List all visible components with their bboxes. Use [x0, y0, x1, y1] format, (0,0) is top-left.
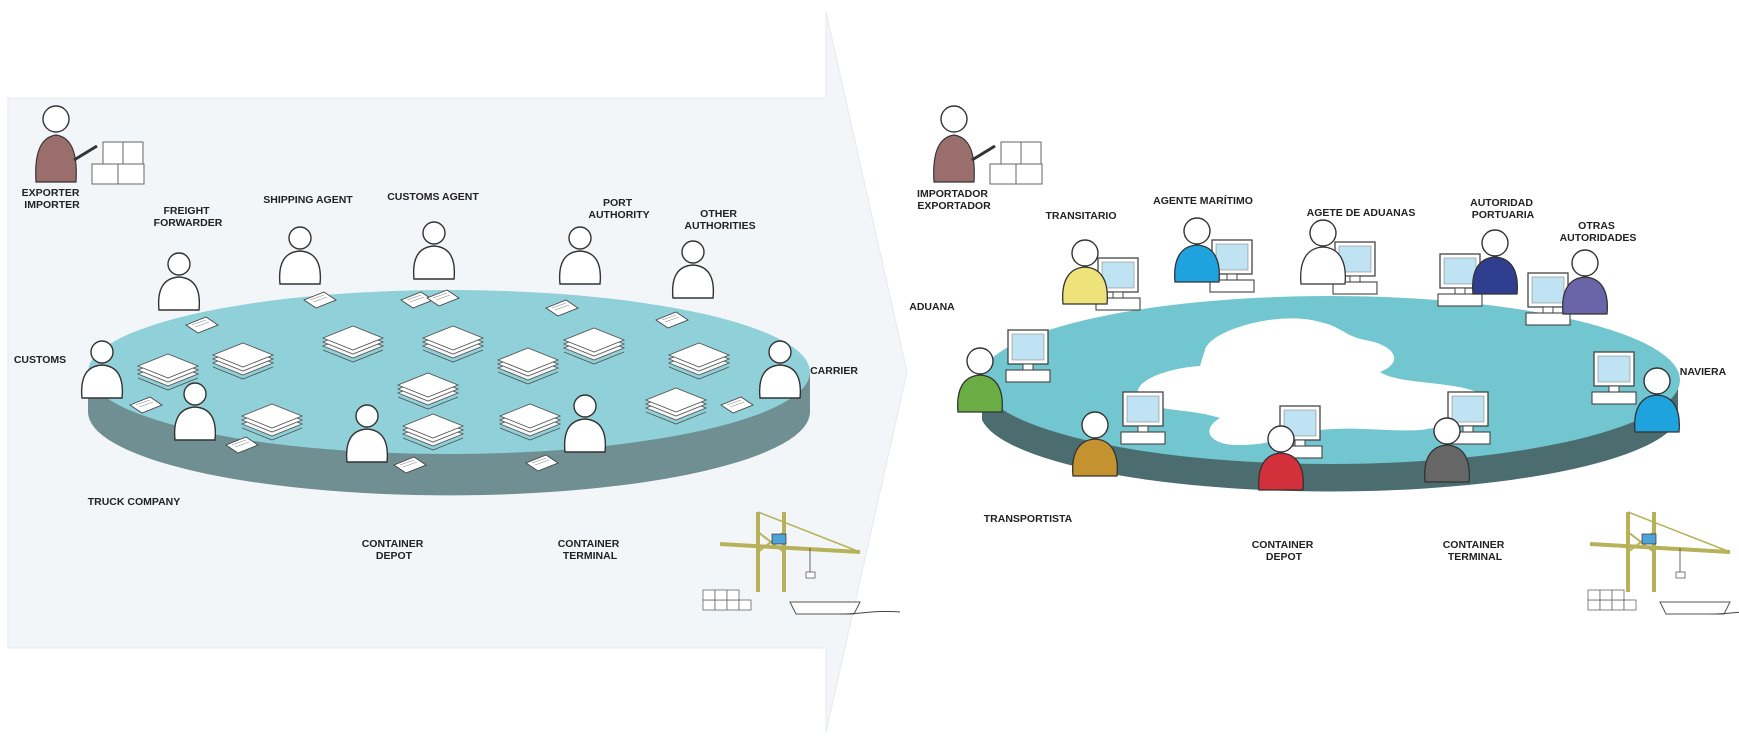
- label-freight-forwarder: FREIGHT FORWARDER: [154, 205, 223, 229]
- computer-icon: [1120, 391, 1166, 445]
- person-head: [966, 347, 994, 375]
- person-body: [1562, 276, 1608, 315]
- person-head: [1081, 411, 1109, 439]
- label-container-terminal: CONTAINER TERMINAL: [558, 538, 623, 562]
- label-shipping-agent: SHIPPING AGENT: [263, 194, 353, 206]
- workstations: [957, 217, 1680, 491]
- computer-icon: [1005, 329, 1051, 383]
- workstation-agete-de-aduanas: [1300, 219, 1378, 295]
- workstation-aduana: [957, 329, 1051, 413]
- label-truck-company: TRUCK COMPANY: [88, 496, 181, 508]
- person-body: [957, 374, 1003, 413]
- person-head: [1433, 417, 1461, 445]
- person-head: [1267, 425, 1295, 453]
- label-aduana: ADUANA: [909, 301, 955, 313]
- label-container-depot: CONTAINER DEPOT: [362, 538, 427, 562]
- person-head: [1183, 217, 1211, 245]
- importer-figure: [35, 105, 145, 185]
- person-body: [1300, 246, 1346, 285]
- workstation-container-terminal: [1424, 391, 1491, 483]
- label-container-terminal-es: CONTAINER TERMINAL: [1443, 539, 1508, 563]
- right-panel: IMPORTADOR EXPORTADOR TRANSITARIO AGENTE…: [909, 105, 1739, 616]
- person-body: [1472, 256, 1518, 295]
- label-carrier: CARRIER: [810, 365, 858, 377]
- person-head: [1643, 367, 1671, 395]
- person-head: [1309, 219, 1337, 247]
- right-labels: IMPORTADOR EXPORTADOR TRANSITARIO AGENTE…: [909, 188, 1726, 563]
- left-panel: EXPORTER IMPORTER FREIGHT FORWARDER SHIP…: [7, 11, 908, 733]
- label-transitario: TRANSITARIO: [1046, 210, 1117, 222]
- label-customs: CUSTOMS: [14, 354, 66, 366]
- white-cloud-center: [1137, 318, 1487, 446]
- computer-icon: [1591, 351, 1637, 405]
- container-crates: [1587, 589, 1637, 611]
- label-agente-maritimo: AGENTE MARÍTIMO: [1153, 194, 1253, 207]
- label-importador-exportador: IMPORTADOR EXPORTADOR: [917, 188, 991, 212]
- workstation-autoridad-portuaria: [1437, 229, 1518, 307]
- importador-figure: [933, 105, 1043, 185]
- label-customs-agent: CUSTOMS AGENT: [387, 191, 479, 203]
- port-crane-right: [1587, 510, 1739, 616]
- label-otras-autoridades: OTRAS AUTORIDADES: [1560, 220, 1637, 244]
- person-head: [1071, 239, 1099, 267]
- person-body: [1258, 452, 1304, 491]
- label-transportista: TRANSPORTISTA: [984, 513, 1073, 525]
- person-body: [1634, 394, 1680, 433]
- workstation-otras-autoridades: [1525, 249, 1608, 326]
- workstation-transitario: [1062, 239, 1141, 311]
- workstation-naviera: [1591, 351, 1680, 433]
- label-exporter-importer: EXPORTER IMPORTER: [22, 187, 83, 211]
- label-port-authority: PORT AUTHORITY: [588, 197, 649, 221]
- label-container-depot-es: CONTAINER DEPOT: [1252, 539, 1317, 563]
- person-body: [1424, 444, 1470, 483]
- person-head: [1481, 229, 1509, 257]
- person-body: [1062, 266, 1108, 305]
- person-body: [1174, 244, 1220, 283]
- label-autoridad-portuaria: AUTORIDAD PORTUARIA: [1470, 197, 1536, 221]
- workstation-container-depot: [1258, 405, 1323, 491]
- left-labels: EXPORTER IMPORTER FREIGHT FORWARDER SHIP…: [14, 187, 858, 562]
- label-naviera: NAVIERA: [1680, 366, 1727, 378]
- label-other-authorities: OTHER AUTHORITIES: [684, 208, 755, 232]
- workstation-transportista: [1072, 391, 1166, 477]
- label-agete-de-aduanas: AGETE DE ADUANAS: [1307, 207, 1416, 219]
- person-body: [1072, 438, 1118, 477]
- workstation-agente-maritimo: [1174, 217, 1255, 293]
- person-head: [1571, 249, 1599, 277]
